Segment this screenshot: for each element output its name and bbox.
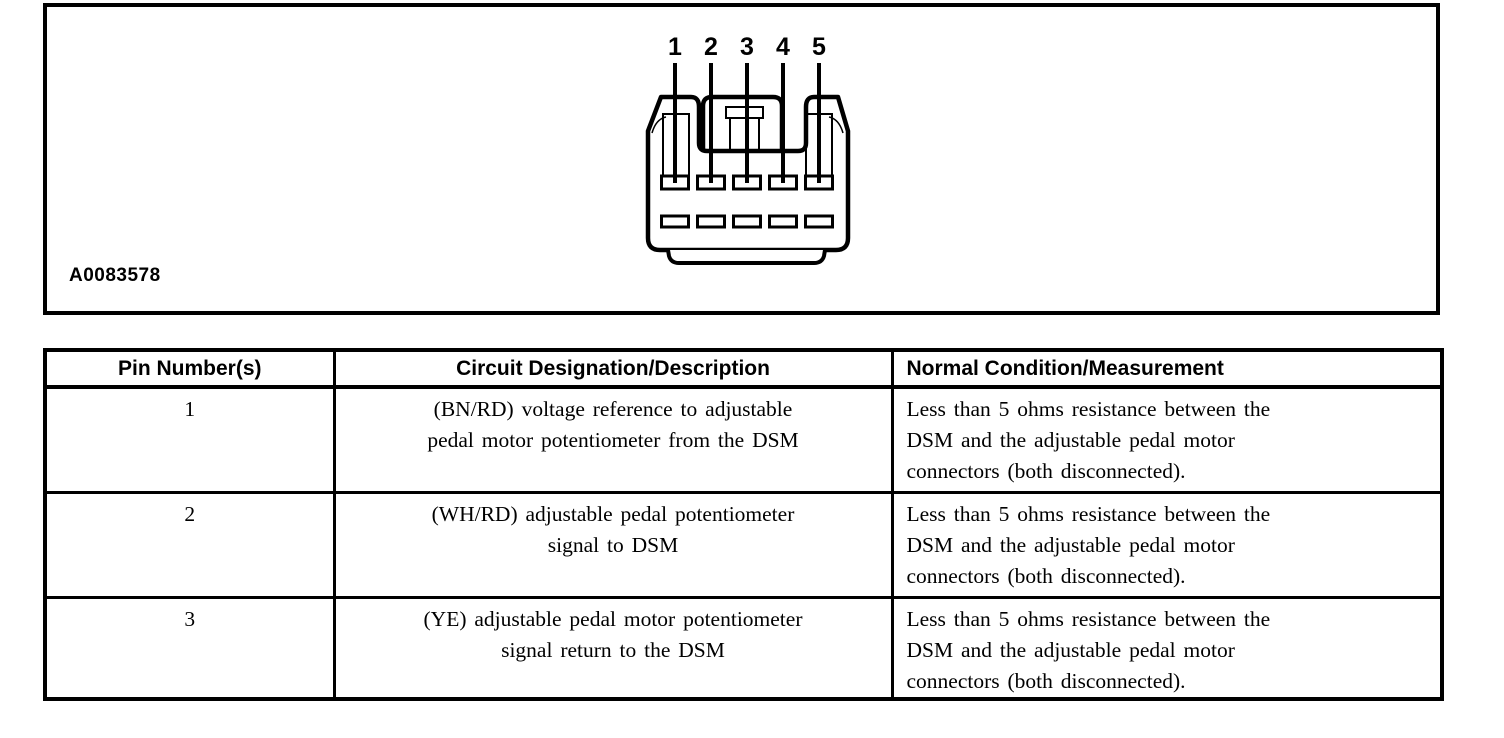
pin-callout-label: 4	[776, 33, 790, 61]
pin-number-cell: 2	[43, 490, 336, 599]
connector-foot	[666, 249, 827, 265]
circuit-description-cell: (WH/RD) adjustable pedal potentiometer s…	[332, 490, 894, 599]
normal-condition-cell: Less than 5 ohms resistance between the …	[890, 385, 1444, 494]
connector-latch	[725, 106, 764, 119]
circuit-description-cell: (YE) adjustable pedal motor potentiomete…	[332, 595, 894, 700]
table-header-row: Pin Number(s) Circuit Designation/Descri…	[43, 348, 1444, 389]
pin-callout-label: 5	[812, 33, 826, 61]
pin-number-cell: 1	[43, 385, 336, 494]
connector-latch-channel	[729, 117, 760, 151]
pin-callout-label: 3	[740, 33, 754, 61]
table-row: 3 (YE) adjustable pedal motor potentiome…	[43, 595, 1444, 700]
pinout-table-body: 1 (BN/RD) voltage reference to adjustabl…	[43, 385, 1444, 700]
header-normal-condition: Normal Condition/Measurement	[890, 348, 1444, 389]
normal-condition-cell: Less than 5 ohms resistance between the …	[890, 595, 1444, 700]
pin-number-cell: 3	[43, 595, 336, 700]
pin-terminals-bottom-row	[660, 214, 834, 229]
circuit-description-cell: (BN/RD) voltage reference to adjustable …	[332, 385, 894, 494]
pin-leader-lines	[673, 63, 821, 183]
normal-condition-cell: Less than 5 ohms resistance between the …	[890, 490, 1444, 599]
figure-id-label: A0083578	[69, 265, 161, 286]
table-row: 2 (WH/RD) adjustable pedal potentiometer…	[43, 490, 1444, 599]
pinout-table: Pin Number(s) Circuit Designation/Descri…	[43, 348, 1444, 701]
pin-callout-label: 2	[704, 33, 718, 61]
table-row: 1 (BN/RD) voltage reference to adjustabl…	[43, 385, 1444, 494]
header-circuit-designation: Circuit Designation/Description	[332, 348, 894, 389]
header-pin-numbers: Pin Number(s)	[43, 348, 336, 389]
connector-diagram	[645, 63, 851, 265]
connector-center-rib	[700, 94, 785, 151]
pin-callout-label: 1	[668, 33, 682, 61]
